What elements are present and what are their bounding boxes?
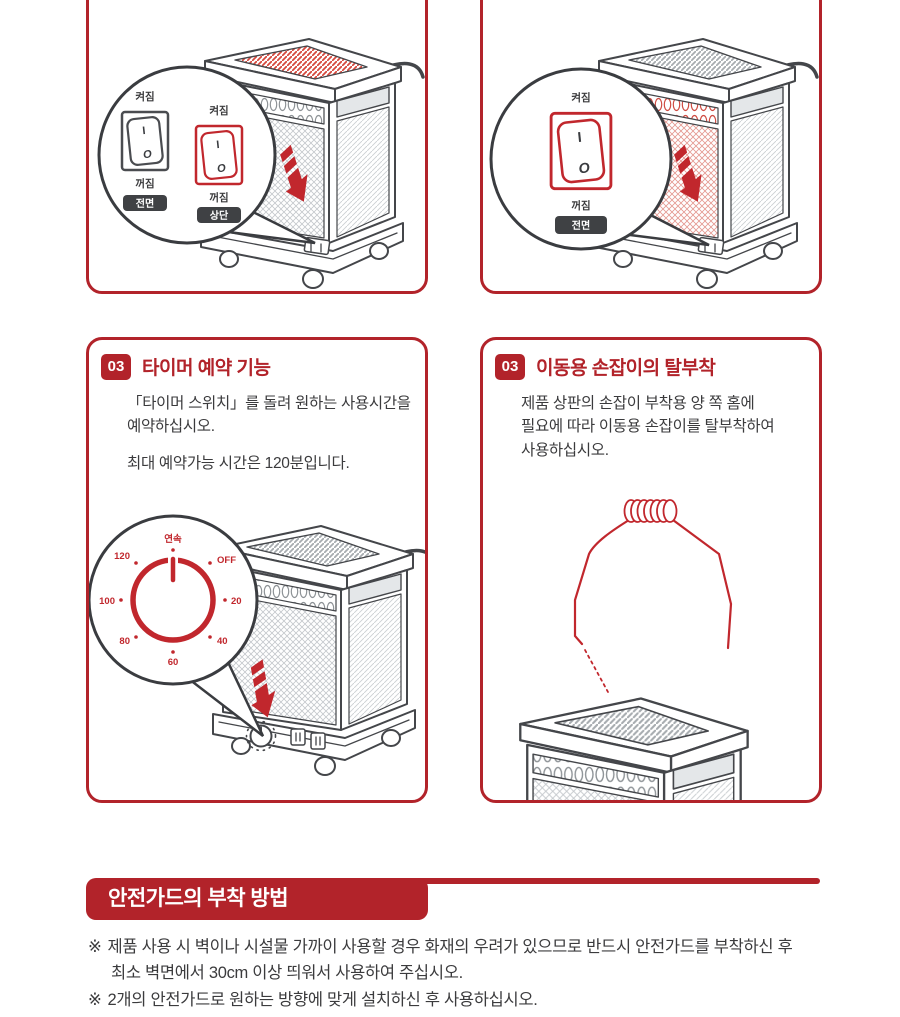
switch-off-label: 꺼짐 bbox=[571, 199, 590, 212]
front-mesh bbox=[532, 777, 648, 800]
panel-handle: 03 이동용 손잡이의 탈부착 제품 상판의 손잡이 부착용 양 쪽 홈에 필요… bbox=[480, 337, 822, 803]
panel-body-text: 제품 상판의 손잡이 부착용 양 쪽 홈에 필요에 따라 이동용 손잡이를 탈부… bbox=[521, 392, 807, 462]
switch-on-label: 켜짐 bbox=[135, 90, 154, 103]
panel-heading: 03 타이머 예약 기능 bbox=[101, 353, 271, 380]
dial-label-100: 100 bbox=[99, 596, 115, 607]
handle-grip-coil bbox=[623, 499, 678, 523]
top-grille bbox=[628, 45, 762, 80]
panel-heading: 03 이동용 손잡이의 탈부착 bbox=[495, 353, 716, 380]
top-grille-glowing bbox=[234, 45, 368, 80]
switch-badge-label: 전면 bbox=[136, 197, 154, 210]
power-switch-plate bbox=[290, 728, 306, 746]
switch-badge-bg bbox=[197, 207, 241, 223]
note-text-continued: 최소 벽면에서 30cm 이상 띄워서 사용하여 주십시오. bbox=[111, 964, 463, 983]
body-line: 「타이머 스위치」를 돌려 원하는 사용시간을 bbox=[127, 395, 411, 412]
rocker-off-mark: O bbox=[217, 162, 227, 175]
dial-label-20: 20 bbox=[231, 596, 242, 607]
top-grille bbox=[246, 532, 380, 567]
body-line: 제품 상판의 손잡이 부착용 양 쪽 홈에 bbox=[521, 395, 755, 412]
switch-badge-label: 상단 bbox=[210, 209, 229, 222]
step-number-badge: 03 bbox=[495, 353, 525, 380]
rocker-off-mark: O bbox=[578, 160, 591, 177]
panel-title: 타이머 예약 기능 bbox=[142, 358, 271, 379]
switch-on-label: 켜짐 bbox=[571, 91, 590, 104]
detachable-handle bbox=[573, 499, 733, 693]
rocker-on-mark: I bbox=[577, 130, 583, 146]
section-header-line bbox=[416, 878, 820, 884]
rocker-on-mark: I bbox=[216, 139, 220, 151]
switch-badge-label: 전면 bbox=[572, 219, 590, 232]
step-number-badge: 03 bbox=[101, 353, 131, 380]
switch-off-label: 꺼짐 bbox=[135, 177, 154, 190]
timer-knob-ticks bbox=[245, 720, 277, 752]
dial-label-40: 40 bbox=[217, 636, 228, 647]
rocker-off-mark: O bbox=[143, 148, 153, 161]
body-line: 최대 예약가능 시간은 120분입니다. bbox=[127, 454, 350, 472]
heater-front-glow-illustration: 켜짐 I O 꺼짐 전면 bbox=[489, 38, 819, 289]
body-line: 필요에 따라 이동용 손잡이를 탈부착하여 bbox=[521, 418, 775, 436]
switch-on-label: 켜짐 bbox=[209, 104, 228, 117]
power-switch-plate bbox=[697, 236, 725, 256]
reference-mark-icon: ※ bbox=[88, 938, 102, 956]
press-arrow-icon bbox=[674, 144, 702, 202]
safety-notes: ※ 제품 사용 시 벽이나 시설물 가까이 사용할 경우 화재의 우려가 있으므… bbox=[88, 934, 822, 1013]
dial-label-80: 80 bbox=[119, 636, 130, 647]
dial-label-continuous: 연속 bbox=[164, 533, 182, 545]
panel-title: 이동용 손잡이의 탈부착 bbox=[536, 358, 716, 379]
top-grille bbox=[554, 705, 710, 746]
heater-top-glow-illustration: 켜짐 I O 꺼짐 전면 켜짐 bbox=[97, 38, 425, 289]
rocker-on-mark: I bbox=[142, 125, 146, 137]
section-title: 안전가드의 부착 방법 bbox=[108, 887, 289, 910]
panel-body-text: 「타이머 스위치」를 돌려 원하는 사용시간을 예약하십시오. 최대 예약가능 … bbox=[127, 392, 413, 475]
heater-body bbox=[519, 697, 749, 800]
switch-front: 켜짐 I O 꺼짐 전면 bbox=[120, 90, 170, 211]
press-arrow-icon bbox=[280, 144, 308, 202]
switch-off-label: 꺼짐 bbox=[209, 191, 228, 204]
reference-mark-icon: ※ bbox=[88, 990, 102, 1009]
dial-label-120: 120 bbox=[114, 551, 130, 562]
press-arrow-icon bbox=[250, 659, 276, 718]
section-header: 안전가드의 부착 방법 bbox=[86, 878, 428, 920]
dial-label-60: 60 bbox=[168, 657, 179, 668]
panel-top-switch-upper: 켜짐 I O 꺼짐 전면 켜짐 bbox=[86, 0, 428, 294]
body-line: 예약하십시오. bbox=[127, 418, 215, 436]
insert-guide-dotted-line bbox=[584, 649, 609, 693]
dial-label-off: OFF bbox=[217, 555, 236, 566]
note-text: 제품 사용 시 벽이나 시설물 가까이 사용할 경우 화재의 우려가 있으므로 … bbox=[107, 938, 793, 956]
note-item: ※ 2개의 안전가드로 원하는 방향에 맞게 설치하신 후 사용하십시오. bbox=[88, 987, 822, 1013]
switch-badge-bg bbox=[555, 216, 607, 234]
note-item: ※ 제품 사용 시 벽이나 시설물 가까이 사용할 경우 화재의 우려가 있으므… bbox=[88, 934, 822, 960]
panel-timer: 03 타이머 예약 기능 「타이머 스위치」를 돌려 원하는 사용시간을 예약하… bbox=[86, 337, 428, 803]
panel-front-switch-upper: 켜짐 I O 꺼짐 전면 bbox=[480, 0, 822, 294]
dial-dots bbox=[119, 548, 227, 654]
body-line: 사용하십시오. bbox=[521, 441, 609, 459]
power-switch-plate bbox=[310, 732, 326, 750]
handle-detach-illustration bbox=[519, 499, 749, 800]
timer-dial-illustration: 연속 OFF 20 40 60 80 100 120 bbox=[89, 514, 425, 776]
switch-badge-bg bbox=[123, 195, 167, 211]
switch-front: 켜짐 I O 꺼짐 전면 bbox=[549, 91, 613, 234]
switch-top: 켜짐 I O 꺼짐 상단 bbox=[194, 104, 244, 223]
timer-dial: 연속 OFF 20 40 60 80 100 120 bbox=[99, 533, 241, 668]
note-text: 2개의 안전가드로 원하는 방향에 맞게 설치하신 후 사용하십시오. bbox=[107, 990, 538, 1009]
